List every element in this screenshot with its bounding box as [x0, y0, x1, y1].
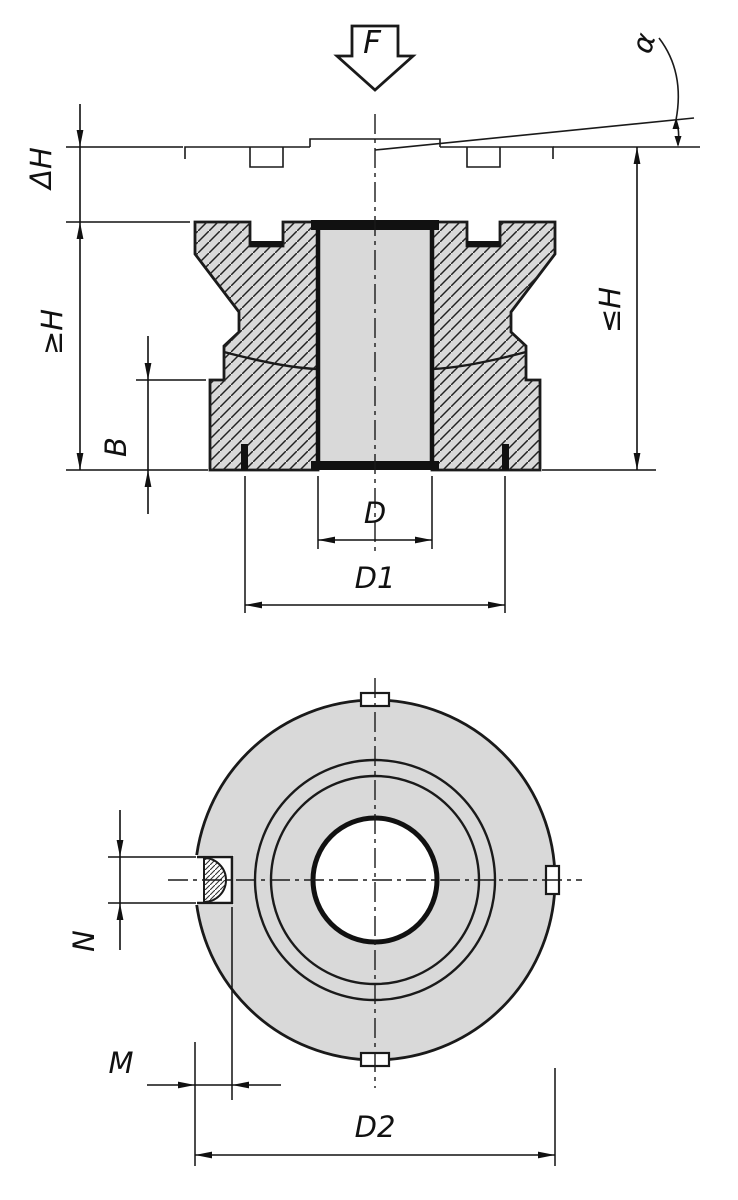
label-b: B	[99, 437, 133, 457]
angle-leader	[658, 37, 680, 121]
dim-d1: D1	[244, 476, 506, 613]
label-d1: D1	[355, 561, 396, 595]
label-height-min: ≥H	[35, 309, 69, 355]
label-d: D	[364, 496, 386, 530]
label-force: F	[363, 25, 382, 61]
tilted-surface-line	[374, 117, 695, 151]
label-angle-alpha: α	[624, 29, 662, 58]
angle-arrowhead-bottom	[674, 136, 682, 147]
notch-bottom-right	[467, 241, 500, 247]
notch-bottom-left	[250, 241, 283, 247]
dim-height-max: ≤H	[542, 147, 656, 471]
label-n: N	[67, 930, 101, 952]
dim-delta-h: ΔH	[24, 104, 190, 223]
dim-d: D	[317, 476, 433, 549]
dim-m: M	[108, 907, 281, 1166]
dim-height-min: ≥H	[35, 222, 208, 471]
tilt-angle-indicator: α	[374, 29, 700, 151]
dim-b: B	[99, 336, 206, 514]
dim-d2: D2	[195, 1068, 556, 1166]
force-arrow-outline	[333, 24, 417, 92]
label-d2: D2	[355, 1110, 396, 1144]
label-m: M	[108, 1046, 133, 1080]
angle-arrowhead-top	[672, 118, 680, 129]
spherical-interface-line	[223, 350, 527, 371]
label-height-max: ≤H	[593, 287, 627, 333]
label-delta-h: ΔH	[24, 147, 58, 191]
groove-left	[241, 444, 248, 470]
raised-position-outline	[184, 138, 554, 168]
dim-n: N	[67, 810, 196, 952]
slot-outline	[197, 855, 234, 905]
plan-view	[168, 678, 582, 1088]
groove-right	[502, 444, 509, 470]
force-arrow: F	[333, 24, 417, 92]
